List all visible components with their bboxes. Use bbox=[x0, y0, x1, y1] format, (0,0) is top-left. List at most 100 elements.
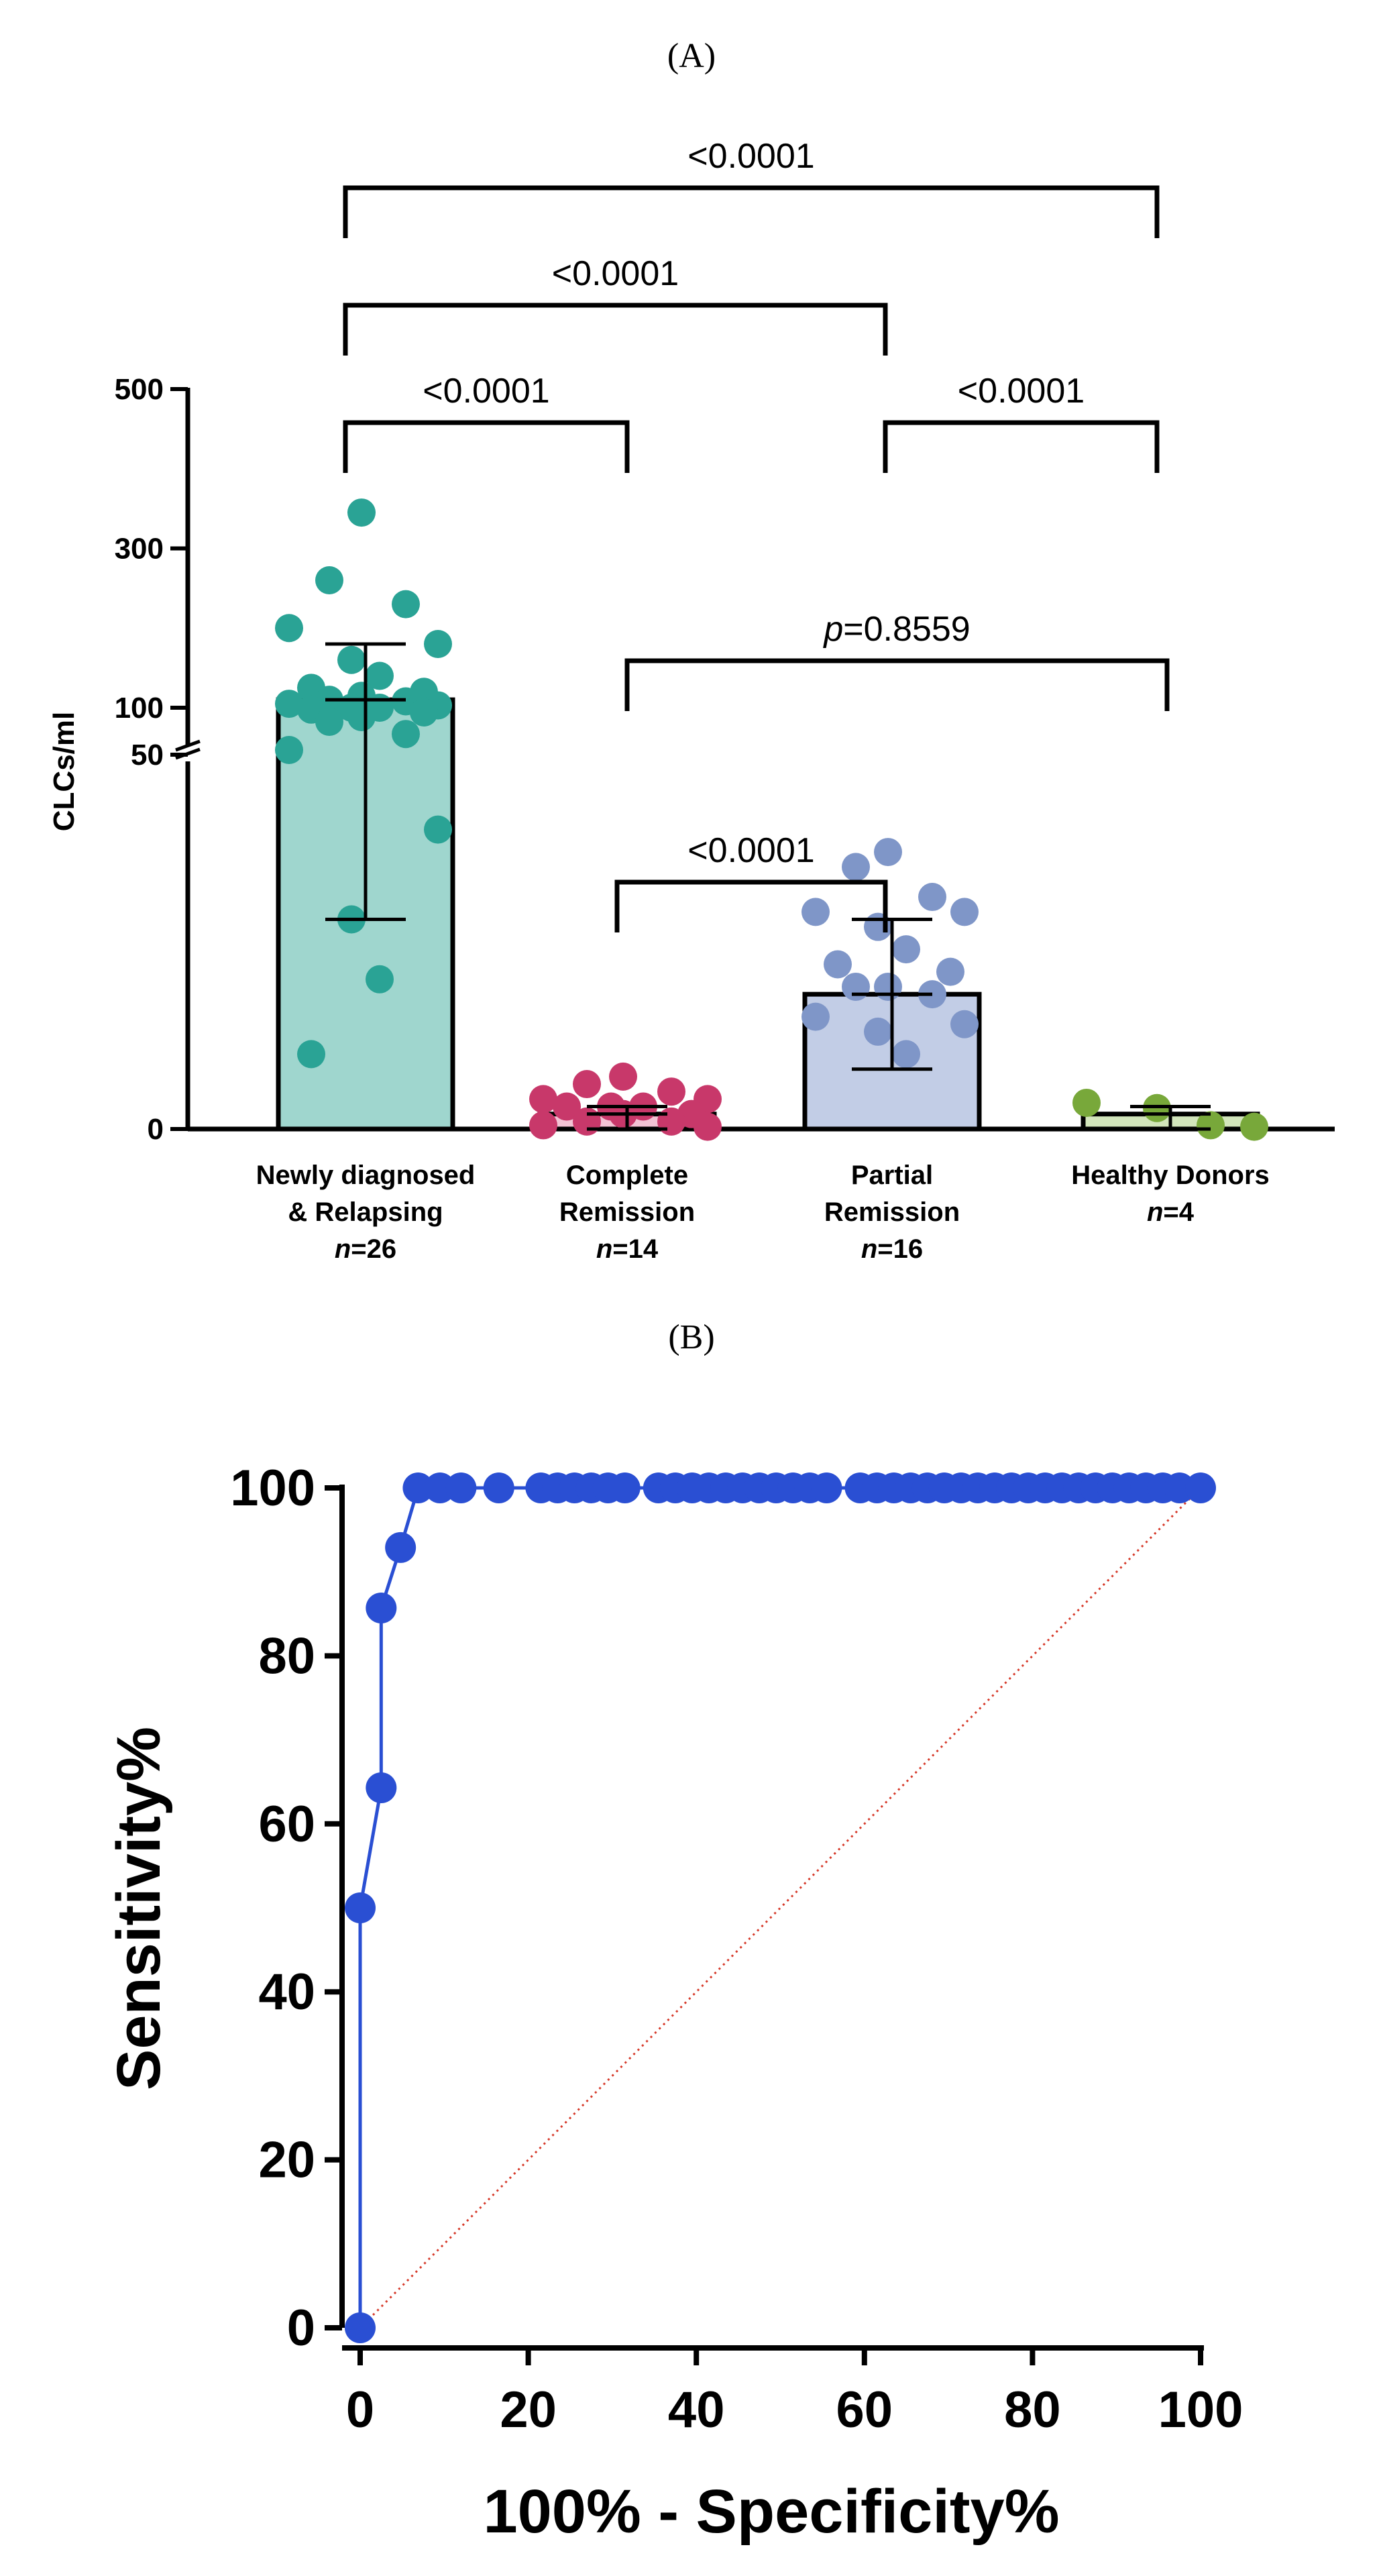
category-n-label: n=16 bbox=[861, 1234, 923, 1264]
data-point bbox=[864, 1017, 892, 1046]
n-value: =14 bbox=[612, 1234, 659, 1264]
data-point bbox=[275, 690, 303, 718]
data-point bbox=[801, 898, 830, 926]
roc-point bbox=[402, 1472, 434, 1503]
data-point bbox=[874, 972, 902, 1001]
y-axis-label: CLCs/ml bbox=[48, 712, 80, 831]
category-n-label: n=26 bbox=[335, 1234, 396, 1264]
p-value-label: <0.0001 bbox=[552, 254, 679, 293]
y-tick-label: 20 bbox=[258, 2132, 315, 2189]
roc-point bbox=[1185, 1472, 1216, 1503]
p-value-label: p=0.8559 bbox=[822, 610, 970, 649]
n-italic: n bbox=[861, 1234, 877, 1264]
data-point bbox=[892, 1040, 920, 1069]
y-tick-label: 100 bbox=[230, 1460, 315, 1517]
roc-point bbox=[385, 1532, 417, 1563]
reference-diagonal bbox=[359, 1487, 1202, 2329]
y-axis-label: Sensitivity% bbox=[105, 1727, 173, 2090]
data-point bbox=[347, 498, 376, 527]
data-point bbox=[392, 590, 420, 619]
significance-bracket bbox=[343, 185, 1160, 238]
p-value-label: <0.0001 bbox=[687, 831, 814, 870]
p-value: <0.0001 bbox=[958, 372, 1085, 411]
x-axis-label: 100% - Specificity% bbox=[483, 2477, 1059, 2546]
y-tick-label: 0 bbox=[148, 1113, 164, 1146]
n-value: =26 bbox=[351, 1234, 396, 1264]
significance-bracket bbox=[883, 420, 1160, 473]
panel-b-label: (B) bbox=[668, 1318, 714, 1356]
n-value: =16 bbox=[877, 1234, 923, 1264]
p-value-label: <0.0001 bbox=[423, 372, 549, 411]
significance-bracket bbox=[624, 658, 1170, 711]
y-tick-label: 100 bbox=[115, 692, 164, 724]
data-point bbox=[936, 957, 964, 986]
data-point bbox=[950, 1010, 979, 1038]
p-value: =0.8559 bbox=[843, 610, 970, 649]
roc-point bbox=[345, 2312, 376, 2343]
data-point bbox=[842, 853, 870, 881]
category-label: Newly diagnosed bbox=[256, 1161, 476, 1190]
significance-bracket bbox=[343, 303, 888, 356]
x-tick-label: 40 bbox=[668, 2381, 725, 2438]
data-point bbox=[1240, 1112, 1268, 1141]
axis-break-mark bbox=[175, 739, 201, 752]
y-tick-label: 60 bbox=[258, 1796, 315, 1853]
n-italic: n bbox=[596, 1234, 612, 1264]
category-label: Partial bbox=[851, 1161, 933, 1190]
x-tick-label: 60 bbox=[836, 2381, 893, 2438]
data-point bbox=[337, 645, 366, 674]
p-value: <0.0001 bbox=[687, 831, 814, 870]
data-point bbox=[609, 1062, 637, 1091]
panel-a-label: (A) bbox=[667, 37, 716, 75]
data-point bbox=[347, 703, 376, 731]
n-italic: n bbox=[1147, 1197, 1163, 1227]
data-point bbox=[1072, 1088, 1101, 1117]
roc-point bbox=[345, 1892, 376, 1923]
x-tick-label: 0 bbox=[346, 2381, 374, 2438]
category-label: Remission bbox=[559, 1197, 695, 1227]
data-point bbox=[275, 614, 303, 643]
y-tick-label: 0 bbox=[287, 2300, 315, 2357]
data-point bbox=[864, 912, 892, 941]
category-label: Healthy Donors bbox=[1071, 1161, 1270, 1190]
data-point bbox=[950, 898, 979, 926]
roc-point bbox=[366, 1772, 397, 1803]
data-point bbox=[529, 1085, 557, 1114]
data-point bbox=[410, 698, 438, 727]
category-n-label: n=14 bbox=[596, 1234, 659, 1264]
roc-point bbox=[445, 1472, 477, 1503]
x-tick-label: 100 bbox=[1158, 2381, 1243, 2438]
data-point bbox=[424, 815, 452, 844]
data-point bbox=[1197, 1111, 1225, 1140]
n-italic: n bbox=[335, 1234, 351, 1264]
p-value: <0.0001 bbox=[687, 137, 814, 176]
data-point bbox=[657, 1107, 685, 1136]
p-value: <0.0001 bbox=[423, 372, 549, 411]
data-point bbox=[275, 736, 303, 764]
data-point bbox=[694, 1112, 722, 1141]
data-point bbox=[392, 720, 420, 749]
significance-bracket bbox=[614, 879, 888, 932]
roc-point bbox=[366, 1593, 397, 1624]
data-point bbox=[874, 838, 902, 867]
data-point bbox=[824, 950, 852, 979]
data-point bbox=[892, 935, 920, 964]
data-point bbox=[315, 566, 343, 594]
data-point bbox=[657, 1077, 685, 1106]
category-label: Remission bbox=[824, 1197, 960, 1227]
data-point bbox=[801, 1002, 830, 1031]
data-point bbox=[918, 883, 946, 912]
p-value-label: <0.0001 bbox=[687, 137, 814, 176]
data-point bbox=[573, 1070, 601, 1099]
roc-point bbox=[483, 1472, 514, 1503]
data-point bbox=[842, 972, 870, 1001]
category-label: Complete bbox=[566, 1161, 688, 1190]
n-value: =4 bbox=[1163, 1197, 1194, 1227]
p-value: <0.0001 bbox=[552, 254, 679, 293]
data-point bbox=[553, 1092, 581, 1121]
p-value-label: <0.0001 bbox=[958, 372, 1085, 411]
x-tick-label: 20 bbox=[500, 2381, 557, 2438]
